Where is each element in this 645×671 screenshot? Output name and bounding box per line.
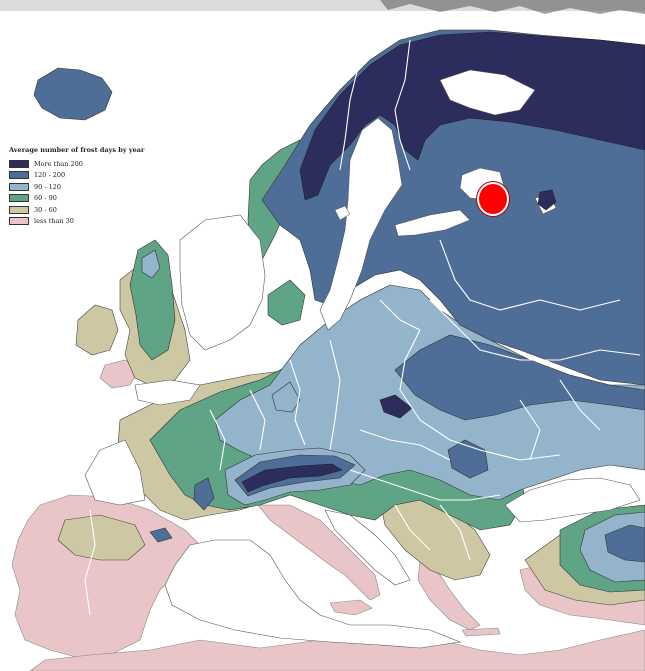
- legend-swatch-30-60: [9, 205, 29, 214]
- adriatic-sea: [324, 509, 411, 586]
- gulf-of-finland: [394, 209, 471, 237]
- mediterranean-sea: [164, 539, 462, 649]
- zone-turkey-high-120-200: [604, 524, 645, 563]
- baltic-sea: [319, 117, 403, 331]
- zone-uk-highlands-90-120: [141, 249, 161, 279]
- black-sea: [504, 477, 641, 523]
- zone-denmark-60-90: [267, 279, 306, 326]
- zone-ireland-30-60: [75, 304, 119, 356]
- legend-row-more-than-200: More than 200: [9, 158, 169, 170]
- bay-of-biscay: [84, 439, 146, 506]
- zone-iceland-120-200: [33, 67, 113, 121]
- legend-row-60-90: 60 - 90: [9, 193, 169, 205]
- zone-russia-south-120-200: [394, 334, 645, 421]
- country-borders: [84, 39, 641, 616]
- scan-top-strip: [0, 0, 645, 11]
- english-channel: [134, 379, 201, 406]
- white-sea: [439, 69, 536, 116]
- legend-title: Average number of frost days by year: [9, 146, 145, 154]
- legend-label: More than 200: [34, 159, 83, 168]
- red-location-marker: [477, 182, 509, 216]
- zone-tatra-more-than-200: [379, 394, 413, 419]
- legend-swatch-120-200: [9, 171, 29, 180]
- scan-dark-texture: [380, 0, 645, 14]
- zone-balkans-south-less-than-30: [417, 559, 481, 631]
- legend-label: 60 - 90: [34, 194, 57, 203]
- legend-swatch-90-120: [9, 182, 29, 191]
- legend-row-less-than-30: less than 30: [9, 216, 169, 228]
- legend-row-30-60: 30 - 60: [9, 204, 169, 216]
- zone-alps-peak-more-than-200: [241, 463, 343, 493]
- legend-row-120-200: 120 - 200: [9, 170, 169, 182]
- zone-north-more-than-200: [299, 31, 645, 201]
- arctic-island: [537, 189, 557, 211]
- zone-pyrenees-120-200: [149, 527, 173, 543]
- zone-crete-less-than-30: [461, 627, 501, 637]
- legend-swatch-less-than-30: [9, 217, 29, 226]
- legend-label: 30 - 60: [34, 205, 57, 214]
- legend-swatch-60-90: [9, 194, 29, 203]
- aland-islands: [334, 205, 351, 221]
- legend-row-90-120: 90 - 120: [9, 181, 169, 193]
- zone-italy-less-than-30: [257, 504, 381, 601]
- legend-label: less than 30: [34, 217, 74, 226]
- legend: Average number of frost days by year Mor…: [9, 146, 169, 227]
- zone-germany-90-120: [271, 381, 301, 413]
- legend-label: 90 - 120: [34, 182, 62, 191]
- legend-swatch-more-than-200: [9, 159, 29, 168]
- zone-sicily-less-than-30: [329, 599, 373, 616]
- zone-iberia-north-30-60: [57, 514, 146, 561]
- legend-label: 120 - 200: [34, 171, 66, 180]
- zone-france-mountain-120-200: [193, 477, 215, 511]
- zone-uk-north-60-90: [129, 239, 176, 361]
- north-sea: [179, 214, 266, 351]
